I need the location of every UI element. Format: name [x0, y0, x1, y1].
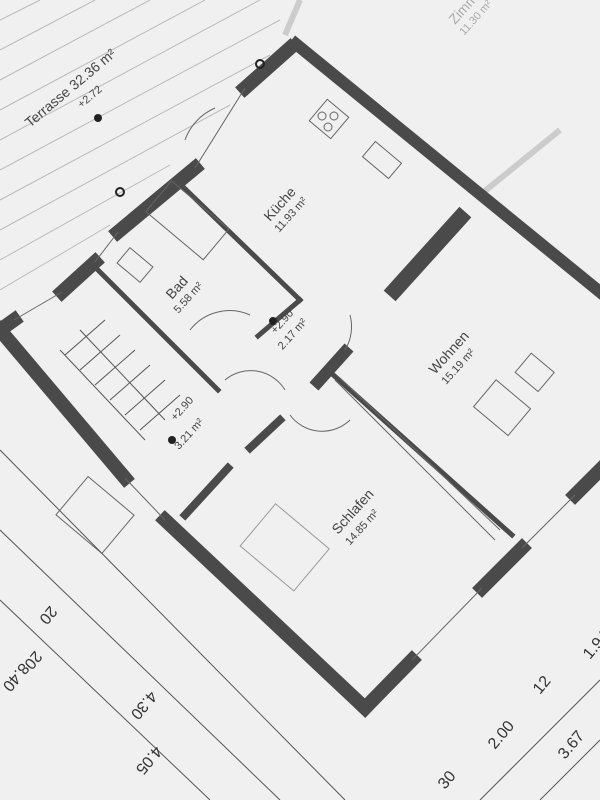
- room-level: +2.90: [169, 395, 197, 424]
- room-hall: +2.90 3.21 m²: [169, 395, 207, 453]
- room-zimmer: Zimmer 11.30 m²: [445, 0, 495, 38]
- room-name: Terrasse: [22, 83, 74, 130]
- dimension-label: 30: [435, 768, 460, 793]
- room-bad: Bad 5.58 m²: [162, 273, 205, 316]
- terrace-hatching: [0, 0, 281, 291]
- room-flur: +2.90 2.17 m²: [269, 308, 310, 353]
- dimension-label: 20: [35, 602, 60, 627]
- neighbour-room: [282, 0, 562, 198]
- room-kueche: Küche 11.93 m²: [260, 184, 310, 235]
- room-area: 32.36 m²: [66, 45, 119, 93]
- walls: [0, 35, 600, 718]
- dimension-label: 2.00: [485, 718, 518, 753]
- dimension-lines: [0, 449, 600, 800]
- level-markers: [94, 59, 277, 444]
- dimension-label: 12: [530, 673, 555, 698]
- room-wohnen: Wohnen 15.19 m²: [425, 328, 477, 387]
- room-schlafen: Schlafen 14.85 m²: [328, 486, 381, 548]
- dimension-labels-left: 20 20 8.40 4.30 4.05: [0, 602, 165, 777]
- dimension-label: 4.30: [127, 687, 160, 722]
- staircase: [59, 319, 181, 441]
- dimension-labels-right: 1.94 12 2.00 3.67 30: [435, 628, 600, 793]
- dimension-label: 4.05: [132, 742, 165, 777]
- fixtures: [13, 87, 576, 661]
- dimension-label: 1.94: [580, 628, 600, 663]
